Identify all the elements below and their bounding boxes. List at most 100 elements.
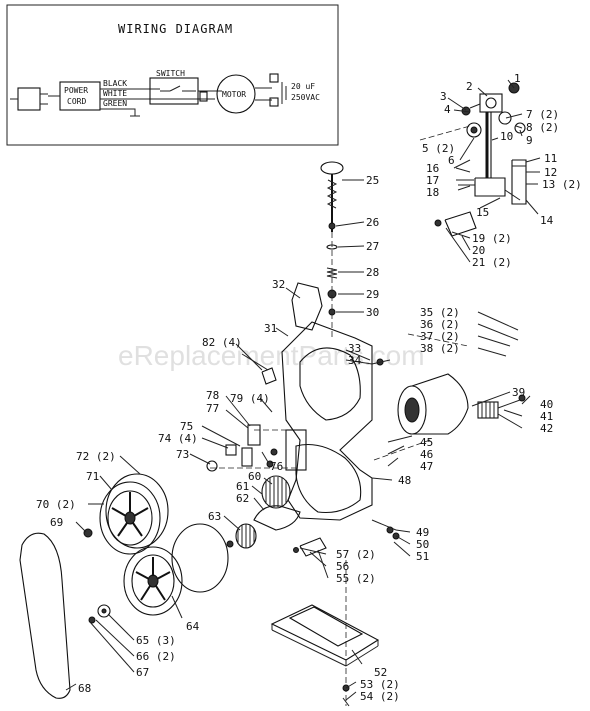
drive-parts [226,475,301,549]
table-bracket [293,519,400,557]
capacitor-label-2: 250VAC [291,93,320,102]
motor-symbol [216,74,256,114]
callout-27: 27 [366,240,379,253]
callout-50: 50 [416,538,429,551]
callout-48: 48 [398,474,411,487]
callout-labels: 1 2 3 4 5 (2) 6 7 (2) 8 (2) 9 10 11 12 1… [36,72,582,703]
callout-26: 26 [366,216,379,229]
callout-54: 54 (2) [360,690,400,703]
guide-parts [206,424,278,472]
callout-30: 30 [366,306,379,319]
callout-4: 4 [444,103,451,116]
callout-66: 66 (2) [136,650,176,663]
callout-2: 2 [466,80,473,93]
callout-79: 79 (4) [230,392,270,405]
callout-38: 38 (2) [420,342,460,355]
callout-61: 61 [236,480,249,493]
callout-65: 65 (3) [136,634,176,647]
callout-75: 75 [180,420,193,433]
wheels [83,473,229,624]
wiring-frame [6,4,339,146]
callout-37: 37 (2) [420,330,460,343]
callout-82: 82 (4) [202,336,242,349]
label-plate-32 [291,282,323,331]
callout-6: 6 [448,154,455,167]
tire-64 [171,523,229,593]
callout-57: 57 (2) [336,548,376,561]
callout-7: 7 (2) [526,108,559,121]
plug-icon [17,87,41,111]
callout-56: 56 [336,560,349,573]
callout-60: 60 [248,470,261,483]
callout-62: 62 [236,492,249,505]
callout-68: 68 [78,682,91,695]
blade-68 [19,532,71,699]
callout-29: 29 [366,288,379,301]
callout-11: 11 [544,152,557,165]
callout-76: 76 [270,460,283,473]
callout-70: 70 (2) [36,498,76,511]
callout-53: 53 (2) [360,678,400,691]
callout-8: 8 (2) [526,121,559,134]
callout-69: 69 [50,516,63,529]
callout-17: 17 [426,174,439,187]
callout-64: 64 [186,620,200,633]
callout-55: 55 (2) [336,572,376,585]
wheel-71 [99,481,161,555]
switch-label: SWITCH [156,69,185,78]
callout-5: 5 (2) [422,142,455,155]
callout-78: 78 [206,389,219,402]
callout-74: 74 (4) [158,432,198,445]
callout-12: 12 [544,166,557,179]
capacitor-label-1: 20 uF [291,82,315,91]
callout-40: 40 [540,398,553,411]
callout-35: 35 (2) [420,306,460,319]
callout-67: 67 [136,666,149,679]
wire-black-label: BLACK [103,79,127,88]
callout-72: 72 (2) [76,450,116,463]
callout-28: 28 [366,266,379,279]
callout-51: 51 [416,550,429,563]
callout-25: 25 [366,174,379,187]
callout-9: 9 [526,134,533,147]
callout-36: 36 (2) [420,318,460,331]
callout-1: 1 [514,72,521,85]
callout-18: 18 [426,186,439,199]
motor-assembly [371,333,526,461]
wiring-diagram: WIRING DIAGRAM POWER CORD BLACK WHITE GR… [6,4,339,146]
wiring-title: WIRING DIAGRAM [118,22,233,36]
upper-guide-assembly [419,82,527,237]
callout-32: 32 [272,278,285,291]
callout-47: 47 [420,460,433,473]
callout-33: 33 [348,342,361,355]
callout-49: 49 [416,526,429,539]
callout-21: 21 (2) [472,256,512,269]
callout-34: 34 [348,354,362,367]
callout-39: 39 [512,386,525,399]
callout-3: 3 [440,90,447,103]
wire-green-label: GREEN [103,99,127,108]
callout-46: 46 [420,448,433,461]
callout-71: 71 [86,470,99,483]
motor-label: MOTOR [222,90,246,99]
power-cord-label-1: POWER [64,86,88,95]
power-cord-label-2: CORD [67,97,86,106]
callout-41: 41 [540,410,553,423]
callout-14: 14 [540,214,554,227]
callout-19: 19 (2) [472,232,512,245]
wire-white-label: WHITE [103,89,127,98]
leader-lines [65,79,541,701]
watermark: eReplacementParts.com [118,340,425,371]
callout-13: 13 (2) [542,178,582,191]
callout-15: 15 [476,206,489,219]
callout-16: 16 [426,162,439,175]
callout-42: 42 [540,422,553,435]
callout-20: 20 [472,244,485,257]
tire-72 [105,473,169,549]
callout-45: 45 [420,436,433,449]
tension-parts [320,161,344,340]
base-52 [270,560,380,707]
callout-52: 52 [374,666,387,679]
